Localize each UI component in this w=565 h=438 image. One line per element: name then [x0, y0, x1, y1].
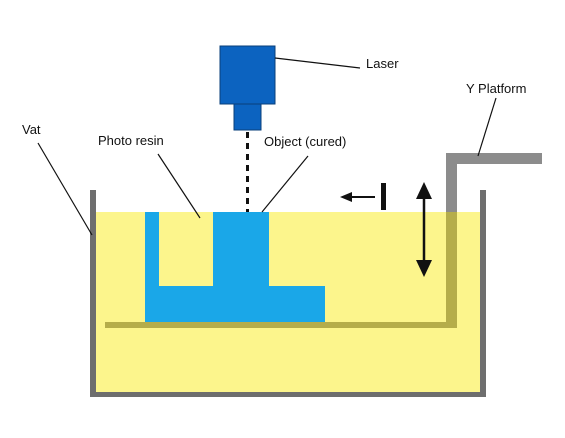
label-photo-resin: Photo resin — [98, 133, 164, 148]
label-object-cured: Object (cured) — [264, 134, 346, 149]
vat — [90, 190, 486, 397]
y-platform — [446, 153, 542, 212]
left-arrow-icon — [340, 183, 386, 210]
vertical-double-arrow-icon — [416, 182, 432, 277]
leader-lines — [37, 57, 497, 236]
laser-emitter-icon — [219, 45, 276, 131]
platform-submerged — [105, 212, 457, 328]
label-vat: Vat — [22, 122, 41, 137]
cured-object — [145, 212, 325, 322]
label-y-platform: Y Platform — [466, 81, 526, 96]
label-laser: Laser — [366, 56, 399, 71]
